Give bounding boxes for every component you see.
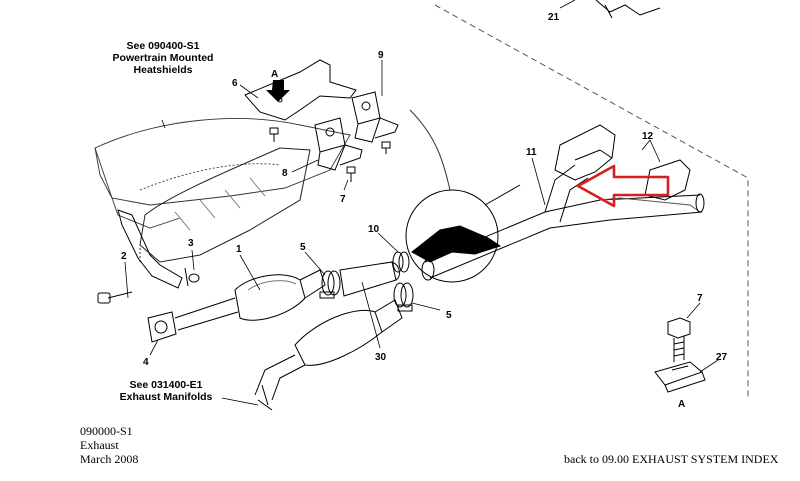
callout-7-detail: 7 xyxy=(697,293,703,304)
footer-info: 090000-S1 Exhaust March 2008 xyxy=(80,424,138,466)
callout-30: 30 xyxy=(375,352,387,363)
callout-7-upper: 7 xyxy=(340,194,346,205)
heatshield-outline xyxy=(94,118,351,229)
detail-a-clip-27 xyxy=(654,361,706,393)
bolt-7-near-9 xyxy=(381,141,391,154)
dashed-frame xyxy=(434,4,749,398)
callout-2: 2 xyxy=(121,251,127,262)
note-manifolds-line2: Exhaust Manifolds xyxy=(119,391,213,403)
catalytic-pipe-upper xyxy=(174,269,326,331)
note-manifolds-line1: See 031400-E1 xyxy=(129,379,203,391)
callout-a-top: A xyxy=(271,69,278,80)
footer-date: March 2008 xyxy=(80,452,139,466)
detail-a-arrow xyxy=(266,80,290,102)
footer-code: 090000-S1 xyxy=(80,424,133,438)
detail-a-bolt-7 xyxy=(667,317,691,362)
callout-10: 10 xyxy=(368,224,380,235)
callout-5-right: 5 xyxy=(446,310,452,321)
callout-1: 1 xyxy=(236,244,242,255)
callout-4: 4 xyxy=(143,357,149,368)
connector-pipe-30 xyxy=(339,261,400,297)
callout-8: 8 xyxy=(282,168,288,179)
nut-3 xyxy=(184,267,200,287)
note-manifolds: See 031400-E1 Exhaust Manifolds xyxy=(108,379,224,403)
callout-5-left: 5 xyxy=(300,242,306,253)
heatshield-catalyst xyxy=(139,147,311,263)
callout-21: 21 xyxy=(548,12,560,23)
highlight-arrow xyxy=(576,164,670,208)
callout-11: 11 xyxy=(526,147,537,158)
bolt-bracket-6 xyxy=(269,127,279,142)
callouts: 21 A 6 9 8 7 11 12 2 3 1 5 10 5 4 30 7 2… xyxy=(121,12,728,410)
bolt-7-upper xyxy=(346,166,356,182)
detail-circle xyxy=(405,109,521,283)
callout-a-view: A xyxy=(678,399,685,410)
footer-section: Exhaust xyxy=(80,438,119,452)
note-heatshields-line1: See 090400-S1 xyxy=(126,40,200,52)
clamp-5-right xyxy=(393,282,414,312)
clamp-5-left xyxy=(319,270,341,299)
note-heatshields-line2: Powertrain Mounted xyxy=(112,52,214,64)
callout-27: 27 xyxy=(716,352,728,363)
back-to-index-link[interactable]: back to 09.00 EXHAUST SYSTEM INDEX xyxy=(564,452,779,466)
bracket-6 xyxy=(244,59,357,121)
callout-6: 6 xyxy=(232,78,238,89)
note-heatshields: See 090400-S1 Powertrain Mounted Heatshi… xyxy=(98,40,228,76)
callout-12: 12 xyxy=(642,131,654,142)
callout-3: 3 xyxy=(188,238,194,249)
clamp-10 xyxy=(392,251,410,273)
gasket-4 xyxy=(147,311,177,343)
y-pipe-11 xyxy=(421,164,705,281)
leader-lines xyxy=(124,0,719,406)
note-heatshields-line3: Heatshields xyxy=(133,64,193,76)
mount-8 xyxy=(314,117,363,171)
callout-9: 9 xyxy=(378,50,384,61)
bracket-2 xyxy=(97,209,183,304)
mount-9 xyxy=(351,91,399,143)
heatshields-12 xyxy=(554,124,691,201)
part-21-fragment xyxy=(595,0,661,19)
